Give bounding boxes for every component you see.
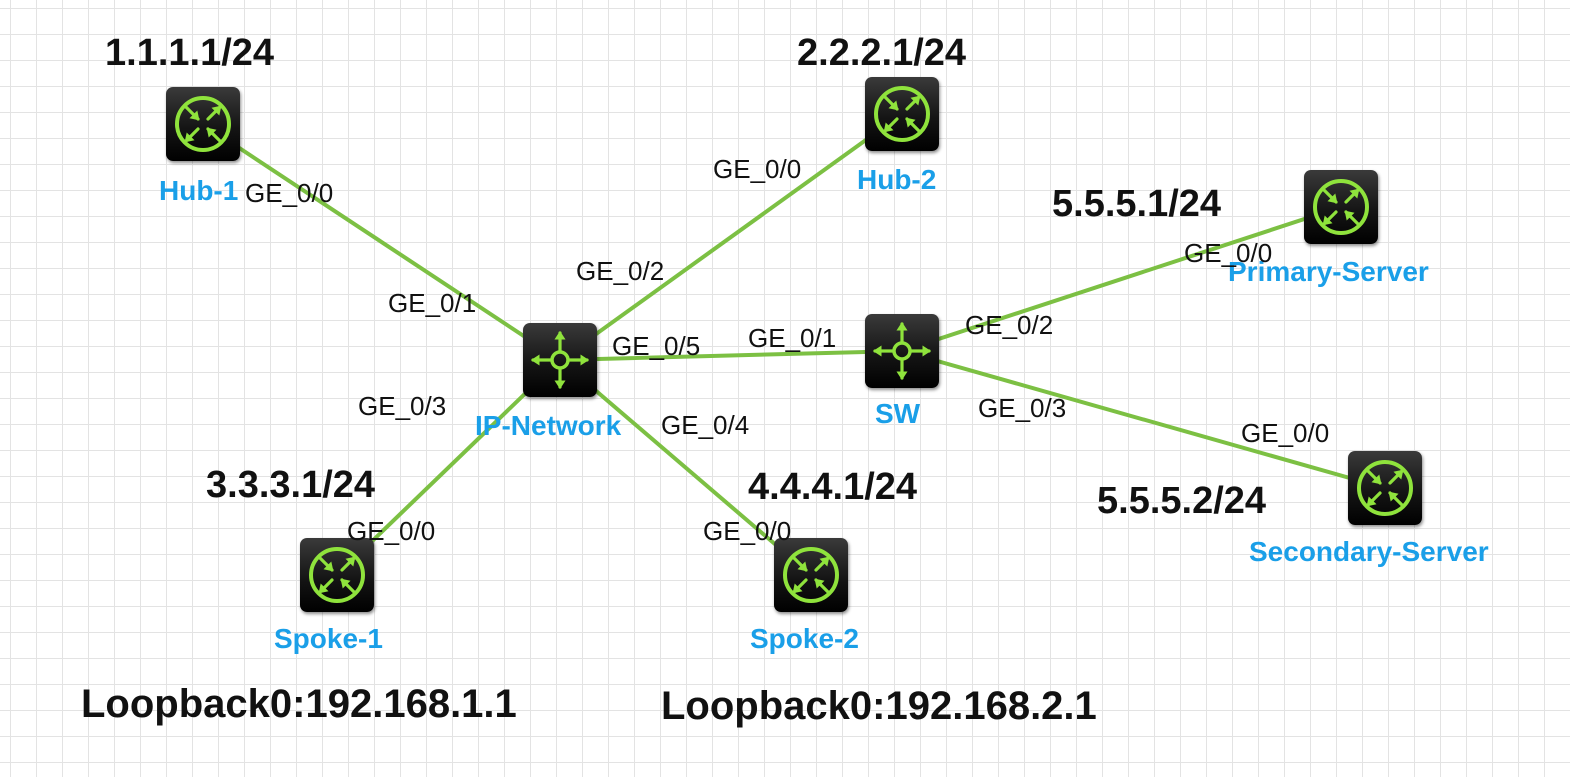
primary-server-label: Primary-Server xyxy=(1228,256,1429,287)
link-sw-primary[interactable] xyxy=(900,205,1343,353)
hub1-label: Hub-1 xyxy=(159,175,239,206)
link-ipnet-sw[interactable] xyxy=(558,349,904,362)
router-icon xyxy=(1357,460,1413,516)
layer3-switch-icon xyxy=(531,331,589,389)
secondary-server-label: Secondary-Server xyxy=(1249,536,1489,567)
hub2-router[interactable] xyxy=(865,77,939,151)
port-spoke1-ge00: GE_0/0 xyxy=(347,516,436,546)
spoke1-router[interactable] xyxy=(300,538,374,612)
port-ipnet-ge05: GE_0/5 xyxy=(612,331,701,361)
sw-switch[interactable] xyxy=(865,314,939,388)
port-ipnet-ge04: GE_0/4 xyxy=(661,410,750,440)
port-sw-ge03: GE_0/3 xyxy=(978,393,1067,423)
layer3-switch-icon xyxy=(873,322,931,380)
router-icon xyxy=(309,547,365,603)
hub1-router[interactable] xyxy=(166,87,240,161)
spoke1-ip: 3.3.3.1/24 xyxy=(206,464,376,506)
spoke1-loopback: Loopback0:192.168.1.1 xyxy=(81,682,517,726)
router-icon xyxy=(1313,179,1369,235)
port-primary-ge00: GE_0/0 xyxy=(1184,238,1273,268)
spoke2-loopback: Loopback0:192.168.2.1 xyxy=(661,684,1097,728)
secondary-server-ip: 5.5.5.2/24 xyxy=(1097,480,1267,522)
port-spoke2-ge00: GE_0/0 xyxy=(703,516,792,546)
link-ipnet-spoke1[interactable] xyxy=(335,358,562,577)
hub2-ip: 2.2.2.1/24 xyxy=(797,32,967,74)
link-hub1-ipnet[interactable] xyxy=(201,122,562,362)
port-hub1-ge00: GE_0/0 xyxy=(245,178,334,208)
router-icon xyxy=(175,96,231,152)
primary-server-router[interactable] xyxy=(1304,170,1378,244)
port-hub2-ge00: GE_0/0 xyxy=(713,154,802,184)
port-sw-ge02: GE_0/2 xyxy=(965,310,1054,340)
port-ipnet-ge03: GE_0/3 xyxy=(358,391,447,421)
hub1-ip: 1.1.1.1/24 xyxy=(105,32,275,74)
secondary-server-router[interactable] xyxy=(1348,451,1422,525)
port-ipnet-ge02: GE_0/2 xyxy=(576,256,665,286)
spoke2-router[interactable] xyxy=(774,538,848,612)
link-hub2-ipnet[interactable] xyxy=(558,112,904,362)
spoke2-ip: 4.4.4.1/24 xyxy=(748,466,918,508)
spoke2-label: Spoke-2 xyxy=(750,623,859,654)
spoke1-label: Spoke-1 xyxy=(274,623,383,654)
ip-network-label: IP-Network xyxy=(475,410,622,441)
sw-label: SW xyxy=(875,398,921,429)
router-icon xyxy=(783,547,839,603)
ip-network-switch[interactable] xyxy=(523,323,597,397)
hub2-label: Hub-2 xyxy=(857,164,937,195)
link-ipnet-spoke2[interactable] xyxy=(558,358,813,577)
router-icon xyxy=(874,86,930,142)
port-secondary-ge00: GE_0/0 xyxy=(1241,418,1330,448)
primary-server-ip: 5.5.5.1/24 xyxy=(1052,183,1222,225)
port-ipnet-ge01: GE_0/1 xyxy=(388,288,477,318)
link-sw-secondary[interactable] xyxy=(900,349,1387,490)
port-sw-ge01: GE_0/1 xyxy=(748,323,837,353)
